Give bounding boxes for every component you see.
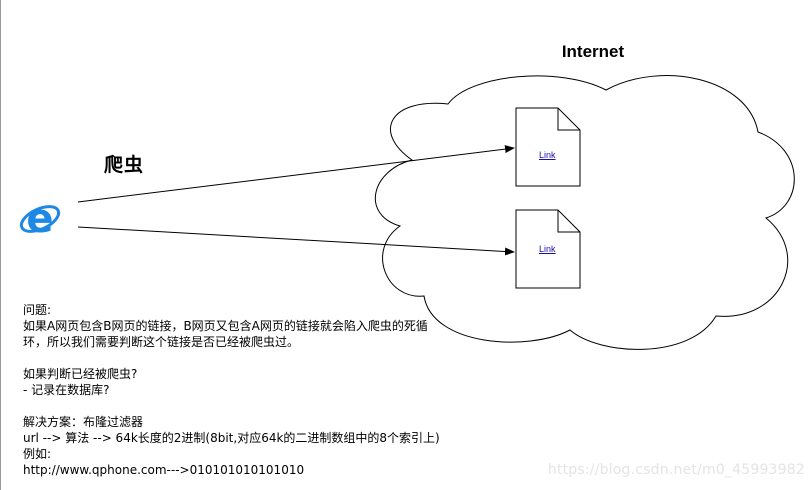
notes-line-blank-2 — [23, 398, 523, 414]
internet-explorer-icon: e — [19, 196, 61, 242]
crawler-label: 爬虫 — [104, 154, 145, 176]
arrow-crawler-to-link-2 — [77, 226, 515, 256]
notes-line-example-url: http://www.qphone.com--->010101010101010 — [23, 463, 305, 477]
web-page-document-2 — [515, 209, 581, 289]
notes-line-loop-1: 如果A网页包含B网页的链接，B网页又包含A网页的链接就会陷入爬虫的死循 — [23, 319, 428, 333]
watermark-text: https://blog.csdn.net/m0_45993982 — [547, 462, 805, 478]
internet-label: Internet — [561, 42, 625, 61]
arrow-crawler-to-link-1 — [77, 145, 515, 203]
notes-line-database: - 记录在数据库? — [23, 383, 110, 397]
svg-text:e: e — [26, 196, 53, 242]
internet-cloud — [374, 75, 795, 350]
link-2[interactable]: Link — [539, 244, 556, 254]
notes-line-example-label: 例如: — [23, 447, 52, 461]
notes-line-url-algorithm: url --> 算法 --> 64k长度的2进制(8bit,对应64k的二进制数… — [23, 431, 440, 445]
notes-line-question: 问题: — [23, 303, 52, 317]
notes-line-solution: 解决方案：布隆过滤器 — [23, 415, 144, 429]
notes-line-how-judge: 如果判断已经被爬虫? — [23, 367, 138, 381]
notes-text-block: 问题: 如果A网页包含B网页的链接，B网页又包含A网页的链接就会陷入爬虫的死循 … — [23, 302, 523, 478]
notes-line-loop-2: 环，所以我们需要判断这个链接是否已经被爬虫过。 — [23, 335, 300, 349]
left-border-line — [0, 0, 1, 490]
web-page-document-1 — [515, 107, 581, 187]
notes-line-blank-1 — [23, 350, 523, 366]
link-1[interactable]: Link — [539, 150, 556, 160]
